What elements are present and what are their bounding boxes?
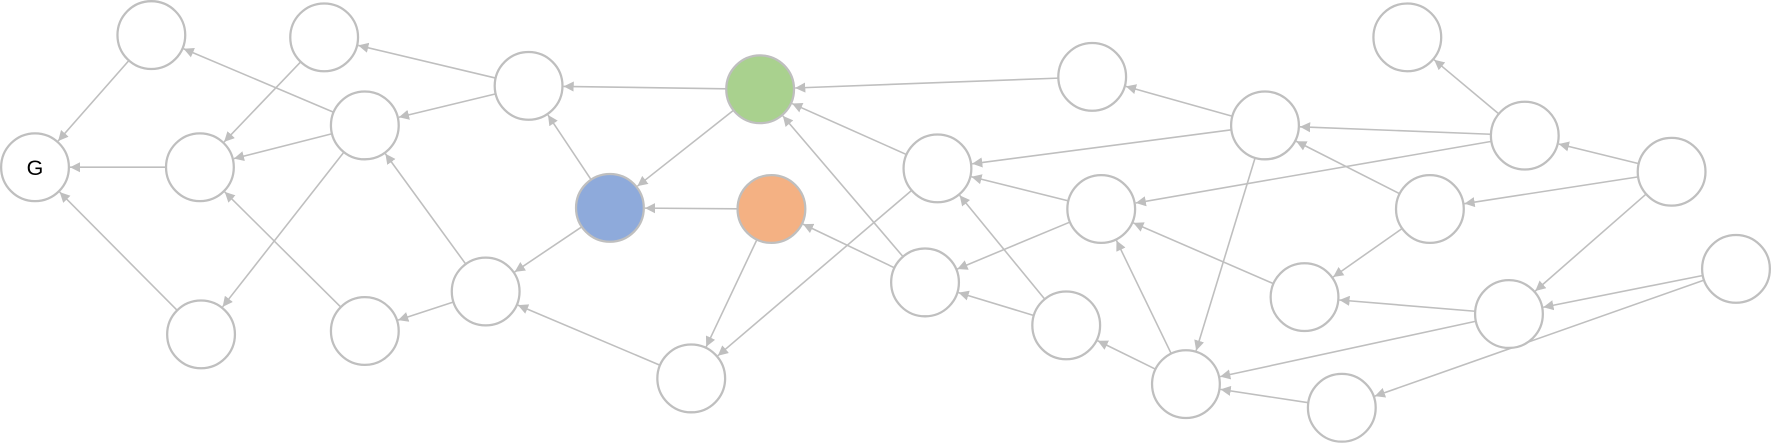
- graph-node: [166, 299, 237, 370]
- graph-node: [1372, 2, 1443, 73]
- edge-n16-to-n7: [782, 115, 904, 258]
- edge-n13-to-n12: [517, 304, 661, 366]
- edge-n17-to-n16: [957, 221, 1071, 270]
- orange-node: [736, 173, 807, 245]
- edge-n21-to-n19: [1220, 385, 1309, 404]
- edge-n17-to-n15: [971, 174, 1069, 202]
- graph-node: [1066, 173, 1137, 245]
- edge-n8-to-n6: [547, 114, 592, 181]
- graph-node: [1229, 90, 1301, 161]
- edge-n24-to-n20: [1295, 140, 1401, 195]
- edge-n25-to-n17: [1133, 222, 1274, 285]
- edge-n26-to-n23: [1558, 141, 1639, 165]
- graph-node: [1636, 136, 1707, 207]
- edge-n6-to-n5: [398, 93, 496, 120]
- edge-n15-to-n13: [717, 189, 913, 357]
- edge-n2-to-n4: [223, 61, 302, 143]
- graph-node: [890, 247, 961, 318]
- graph-node: [116, 0, 187, 71]
- edge-n16-to-n9: [802, 223, 895, 269]
- edge-n26-to-n27: [1534, 193, 1647, 292]
- edge-n1-to-n3: [57, 59, 130, 142]
- graph-node: [902, 133, 973, 204]
- edge-n20-to-n14: [1125, 84, 1233, 118]
- graph-node: [1306, 372, 1377, 443]
- edge-n11-to-n4: [224, 191, 342, 308]
- edge-n27-to-n25: [1339, 295, 1476, 313]
- edge-n28-to-n27: [1543, 274, 1703, 311]
- edge-n19-to-n17: [1115, 240, 1172, 354]
- goal-node: [0, 132, 71, 203]
- graph-node: [1473, 279, 1544, 350]
- edge-n27-to-n19: [1219, 320, 1477, 380]
- graph-node: [493, 50, 564, 121]
- edge-n26-to-n24: [1464, 176, 1639, 208]
- green-node: [725, 54, 796, 125]
- graph-node: [1700, 233, 1771, 304]
- graph-node: [289, 2, 360, 73]
- edge-n18-to-n15: [959, 194, 1046, 300]
- graph-node: [450, 256, 521, 327]
- node-label: G: [27, 156, 44, 180]
- graph-node: [1489, 100, 1560, 171]
- edge-n10-to-n3: [59, 191, 178, 311]
- edge-n24-to-n25: [1332, 227, 1403, 278]
- edge-n7-to-n8: [636, 109, 735, 187]
- edge-n15-to-n7: [791, 102, 907, 156]
- edge-n9-to-n13: [705, 239, 758, 348]
- edge-n14-to-n7: [795, 77, 1059, 93]
- edge-n20-to-n19: [1194, 157, 1256, 351]
- edge-n7-to-n6: [563, 81, 727, 92]
- edge-n9-to-n8: [644, 203, 738, 214]
- graph-node: [1394, 173, 1465, 245]
- graph-node: [1031, 290, 1102, 361]
- edge-n28-to-n21: [1374, 279, 1705, 398]
- edge-n12-to-n5: [384, 153, 467, 265]
- edge-n12-to-n11: [397, 301, 454, 322]
- edge-n8-to-n12: [514, 226, 583, 273]
- edge-n23-to-n22: [1433, 59, 1500, 115]
- edge-n23-to-n17: [1135, 140, 1492, 207]
- graph-node: [656, 343, 727, 414]
- edge-n5-to-n4: [233, 132, 333, 162]
- graph-node: [1150, 349, 1221, 420]
- graph-node: [164, 132, 235, 203]
- edge-n6-to-n2: [358, 42, 496, 79]
- edge-n5-to-n1: [183, 47, 334, 113]
- graph-node: [329, 295, 400, 367]
- edge-n18-to-n16: [958, 290, 1035, 317]
- graph-node: [1057, 41, 1128, 112]
- edge-n5-to-n10: [222, 151, 345, 308]
- graph-node: [1269, 262, 1340, 333]
- edge-n20-to-n15: [972, 129, 1232, 168]
- edge-n19-to-n18: [1097, 340, 1156, 370]
- graph-node: [329, 90, 400, 161]
- edge-n23-to-n20: [1299, 122, 1491, 136]
- blue-node: [574, 172, 645, 243]
